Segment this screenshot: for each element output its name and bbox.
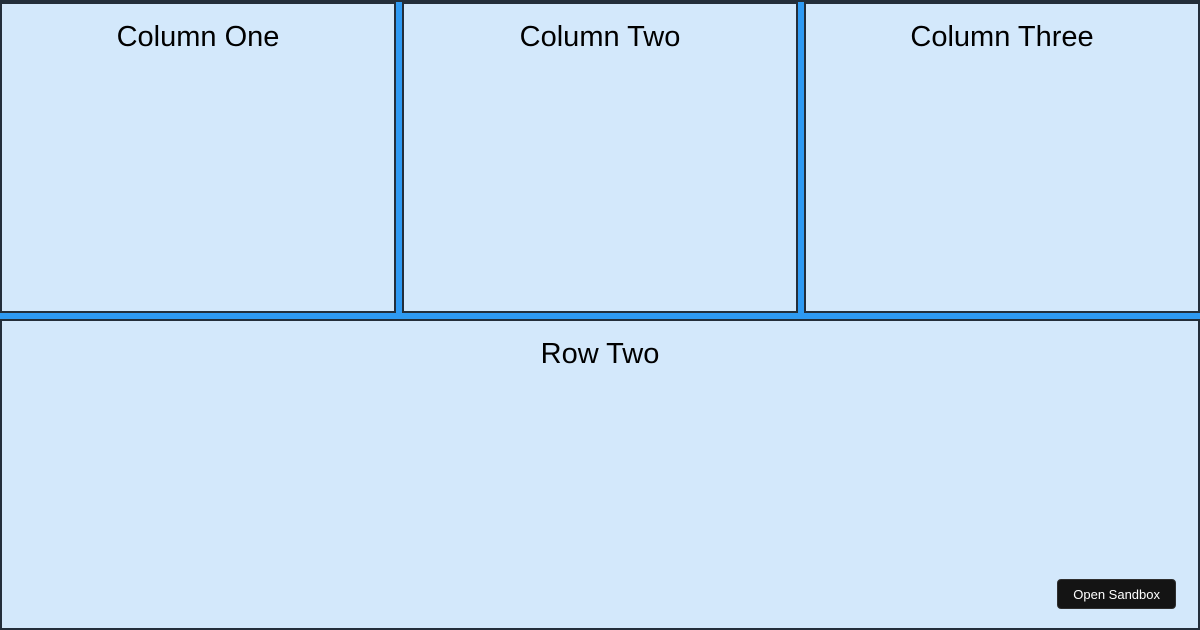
panel-label-row-two: Row Two: [540, 338, 660, 370]
panel-label-column-two: Column Two: [519, 21, 681, 53]
panel-column-one: Column One: [0, 2, 396, 313]
panel-label-column-one: Column One: [116, 21, 280, 53]
panel-column-three: Column Three: [804, 2, 1200, 313]
open-sandbox-button[interactable]: Open Sandbox: [1057, 579, 1176, 609]
panel-row-two: Row Two: [0, 319, 1200, 630]
panel-label-column-three: Column Three: [910, 21, 1094, 53]
panel-column-two: Column Two: [402, 2, 798, 313]
